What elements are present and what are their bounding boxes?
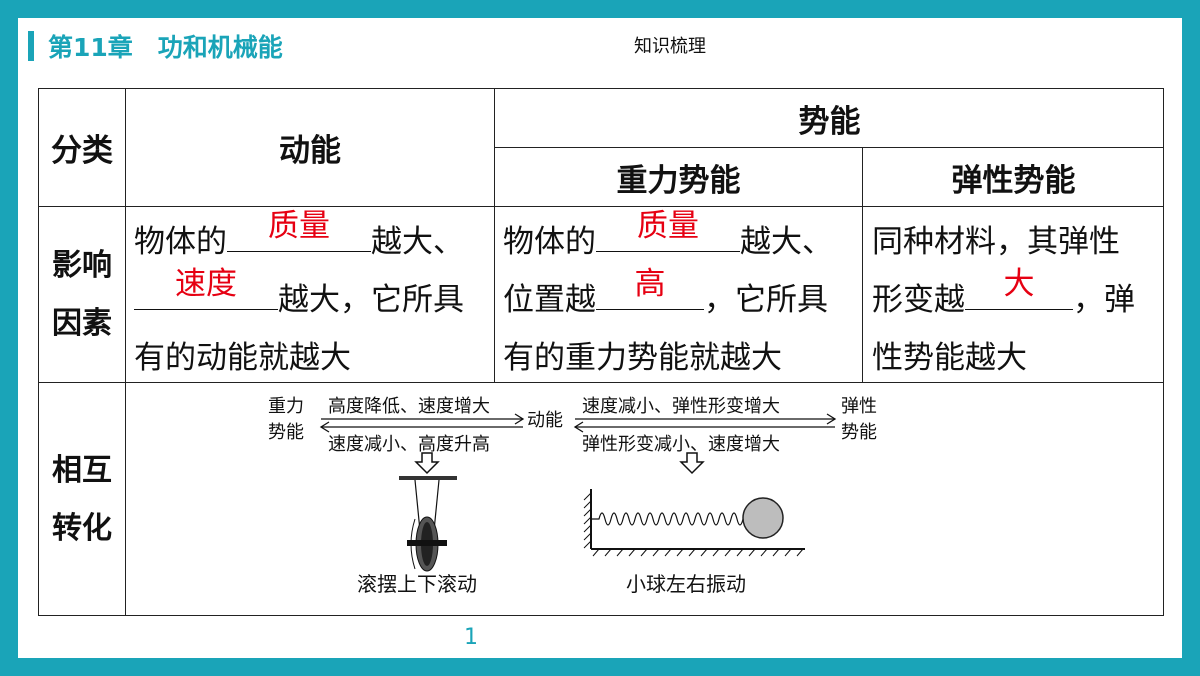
caption-pendulum: 滚摆上下滚动 (357, 572, 477, 596)
answer-blank: 速度 (134, 266, 278, 310)
header-elastic: 弹性势能 (951, 162, 1076, 199)
gravitational-factor-line-1: 物体的 质量 越大、 (503, 208, 833, 271)
gravity-pe-label-2: 势能 (268, 422, 304, 443)
text: 越大、 (740, 224, 833, 260)
header-potential: 势能 (798, 103, 861, 140)
pendulum-icon (399, 476, 457, 572)
answer-blank: 质量 (596, 208, 740, 252)
slide: 第11章 功和机械能 知识梳理 分类 动能 势能 重力势能 弹性势能 影响 因素… (18, 18, 1182, 658)
text: 物体的 (503, 224, 596, 260)
gravitational-factor-line-2: 位置越 高 ，它所具 (503, 266, 828, 329)
text: 物体的 (134, 224, 227, 260)
kinetic-factor-line-3: 有的动能就越大 (134, 340, 351, 376)
header-gravitational: 重力势能 (616, 162, 741, 199)
spring-ball-icon (583, 489, 805, 557)
header-classify: 分类 (51, 133, 113, 169)
caption-spring: 小球左右振动 (626, 572, 746, 596)
down-arrow-icon (679, 452, 705, 475)
grid-line (39, 206, 1164, 207)
text: 越大、 (371, 224, 464, 260)
left-arrows (319, 413, 525, 433)
grid-line (125, 89, 126, 616)
grid-line (39, 382, 1164, 383)
gravitational-factor-line-3: 有的重力势能就越大 (503, 340, 782, 376)
answer-text: 质量 (268, 208, 330, 244)
header-accent-bar (28, 31, 34, 61)
row-header-factors: 影响 因素 (39, 207, 125, 382)
arrow-label-left-top: 高度降低、速度增大 (328, 396, 490, 417)
section-title: 知识梳理 (634, 36, 706, 57)
row-header-line: 影响 (52, 247, 112, 283)
answer-text: 速度 (175, 266, 237, 302)
page-number: 1 (464, 625, 478, 650)
arrow-label-right-bottom: 弹性形变减小、速度增大 (582, 434, 780, 455)
answer-text: 大 (1003, 266, 1035, 302)
grid-line (494, 147, 1164, 148)
row-header-conversion: 相互 转化 (39, 383, 125, 616)
chapter-title: 第11章 功和机械能 (48, 33, 283, 62)
answer-blank: 大 (965, 266, 1073, 310)
grid-line (494, 89, 495, 382)
grid-line (862, 147, 863, 382)
elastic-factor-line-2: 形变越 大 ，弹 (872, 266, 1135, 329)
elastic-pe-label-2: 势能 (841, 422, 877, 443)
knowledge-table: 分类 动能 势能 重力势能 弹性势能 影响 因素 相互 转化 物体的质量越大、 … (38, 88, 1164, 616)
answer-blank: 质量 (227, 208, 371, 252)
row-header-line: 因素 (52, 305, 112, 341)
answer-text: 高 (634, 266, 666, 302)
ke-label: 动能 (527, 410, 563, 431)
answer-blank: 高 (596, 266, 704, 310)
text: ，弹 (1073, 282, 1135, 318)
right-arrows (573, 413, 837, 433)
elastic-factor-line-1: 同种材料，其弹性 (872, 224, 1120, 260)
answer-text: 质量 (637, 208, 699, 244)
text: ，它所具 (704, 282, 828, 318)
elastic-pe-label-1: 弹性 (841, 396, 877, 417)
arrow-label-left-bottom: 速度减小、高度升高 (328, 434, 490, 455)
row-header-line: 转化 (52, 510, 112, 546)
kinetic-factor-line-2: 速度 越大，它所具 (134, 266, 464, 329)
row-header-line: 相互 (52, 452, 112, 488)
kinetic-factor-line-1: 物体的 质量 越大、 (134, 208, 464, 271)
text: 越大，它所具 (278, 282, 464, 318)
text: 位置越 (503, 282, 596, 318)
conversion-diagram (319, 413, 837, 572)
arrow-label-right-top: 速度减小、弹性形变增大 (582, 396, 780, 417)
down-arrow-icon (414, 452, 440, 475)
gravity-pe-label-1: 重力 (268, 396, 304, 417)
text: 形变越 (872, 282, 965, 318)
elastic-factor-line-3: 性势能越大 (872, 340, 1027, 376)
header-kinetic: 动能 (279, 133, 341, 169)
